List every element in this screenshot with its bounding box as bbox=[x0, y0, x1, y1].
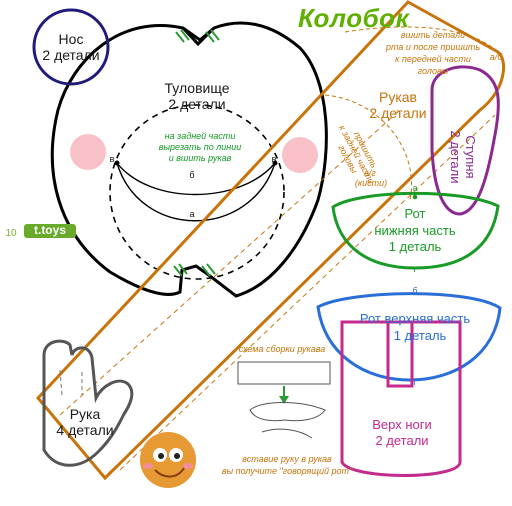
cheek-right bbox=[282, 137, 318, 173]
leg-top-count: 2 детали bbox=[375, 433, 429, 448]
mouth-top-outline bbox=[316, 292, 502, 382]
assembly-hand-sketch bbox=[249, 402, 326, 422]
hand-count: 4 детали bbox=[56, 422, 114, 438]
kolobok-character bbox=[140, 432, 196, 488]
mouth-top-mark-g: г bbox=[413, 377, 417, 387]
nose-count: 2 детали bbox=[42, 47, 100, 63]
body-dashed-circle bbox=[109, 104, 285, 280]
green-marks-bottom bbox=[173, 263, 216, 277]
leg-top-outline bbox=[340, 320, 462, 477]
watermark-brand: t.toys bbox=[24, 223, 76, 238]
mouth-top-name: Рот верхняя часть bbox=[359, 311, 471, 326]
sleeve-note-top-1: вшить детали bbox=[400, 30, 466, 40]
sleeve-inner-dashed-1 bbox=[59, 109, 401, 416]
mouth-top-mark-b: б bbox=[412, 286, 418, 296]
hand-outline bbox=[42, 339, 134, 467]
body-point-left bbox=[114, 160, 120, 166]
body-note-1: на задней части bbox=[164, 131, 236, 141]
sleeve-note-top-2: рта и после пришить bbox=[385, 42, 481, 52]
sleeve-note-ab: а/б bbox=[489, 52, 503, 62]
mouth-bottom-sub: нижняя часть bbox=[374, 223, 456, 238]
sole-count: 2 детали bbox=[448, 130, 463, 184]
body-mark-a: а bbox=[189, 209, 195, 219]
nose-name: Нос bbox=[58, 31, 84, 47]
body-name: Туловище bbox=[164, 80, 230, 96]
assembly-note-2: вы получите "говорящий рот" bbox=[221, 466, 353, 476]
mouth-bottom-outline bbox=[331, 191, 500, 270]
body-curve-b bbox=[116, 162, 276, 196]
mouth-bottom-name: Рот bbox=[404, 206, 426, 221]
sole-label: Ступня 2 детали bbox=[447, 115, 478, 199]
assembly-result-sketch bbox=[261, 428, 313, 439]
cheek-left bbox=[70, 134, 106, 170]
body-outline bbox=[50, 21, 328, 298]
body-mark-b: б bbox=[189, 170, 195, 180]
sleeve-name: Рукав bbox=[379, 89, 417, 105]
sleeve-side-note-4: в/г bbox=[364, 168, 376, 178]
body-mark-v-left: в bbox=[109, 154, 115, 164]
sleeve-count: 2 детали bbox=[369, 105, 427, 121]
hand-finger-dashes bbox=[59, 369, 83, 396]
watermark-page: 10 bbox=[5, 228, 17, 239]
hand-name: Рука bbox=[69, 406, 101, 422]
body-point-right bbox=[272, 160, 278, 166]
sole-name: Ступня bbox=[462, 135, 478, 179]
sleeve-top-arc bbox=[324, 94, 412, 201]
mouth-bottom-mark-a: а bbox=[412, 183, 418, 193]
assembly-note-1: вставие руку в рукав bbox=[242, 454, 332, 464]
page-title: Колобок bbox=[298, 3, 410, 33]
leg-top-name: Верх ноги bbox=[372, 417, 432, 432]
green-marks-top bbox=[175, 29, 220, 43]
mouth-bottom-mark-g: г bbox=[413, 264, 417, 274]
sleeve-side-note-5: (кисти) bbox=[354, 178, 388, 188]
assembly-arrow-head bbox=[279, 396, 289, 404]
sleeve-top-cap bbox=[344, 26, 501, 56]
nose-outline bbox=[32, 8, 110, 86]
body-top-notch bbox=[181, 26, 216, 47]
watermark-number: 500 bbox=[137, 482, 153, 492]
sleeve-note-top-3: к передней части bbox=[395, 54, 471, 64]
assembly-sleeve-sketch bbox=[237, 361, 331, 385]
mouth-bottom-count: 1 деталь bbox=[388, 239, 442, 254]
mouth-bottom-point bbox=[412, 194, 418, 200]
sleeve-outline bbox=[35, 0, 506, 481]
sleeve-note-top-4: головы bbox=[417, 66, 449, 76]
assembly-title: схема сборки рукава bbox=[238, 344, 326, 354]
body-mark-v-right: в bbox=[271, 154, 277, 164]
body-curve-a bbox=[116, 162, 276, 222]
body-note-2: вырезать по линии bbox=[158, 142, 242, 152]
sole-outline bbox=[430, 65, 500, 216]
mouth-top-count: 1 деталь bbox=[393, 328, 447, 343]
body-count: 2 детали bbox=[168, 96, 226, 112]
body-note-3: и вшить рукав bbox=[168, 153, 232, 163]
